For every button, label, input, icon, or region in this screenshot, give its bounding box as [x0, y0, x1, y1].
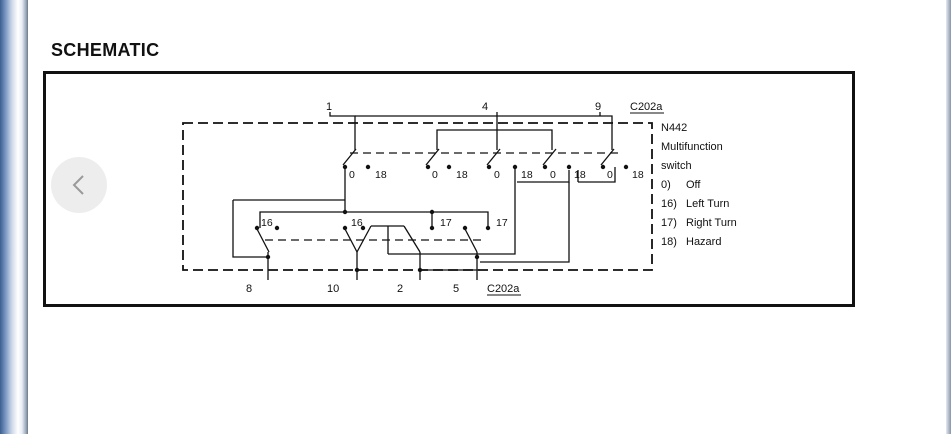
component-name-line1: Multifunction [661, 141, 723, 153]
position-label: 18 [574, 169, 586, 181]
position-label: 0 [432, 169, 438, 181]
position-label: 18 [375, 169, 387, 181]
legend-text-3: Hazard [686, 236, 721, 248]
pin-label-5: 5 [453, 283, 459, 295]
switch-blade-4 [542, 148, 557, 166]
switch-blade-5 [600, 148, 615, 166]
switch-blade-9 [403, 225, 421, 253]
position-label: 17 [496, 217, 508, 229]
window-frame-left [0, 0, 28, 434]
switch-blade-1 [342, 148, 357, 166]
legend-text-2: Right Turn [686, 217, 737, 229]
switch-blade-2 [425, 148, 440, 166]
switch-blade-6 [256, 228, 270, 253]
component-name-line2: switch [661, 160, 692, 172]
wire-contact-18d-down [480, 182, 570, 263]
component-id: N442 [661, 122, 687, 134]
position-label: 18 [456, 169, 468, 181]
legend-code-3: 18) [661, 236, 677, 248]
connector-label-top: C202a [630, 101, 663, 113]
position-label: 18 [632, 169, 644, 181]
switch-blade-3 [486, 148, 501, 166]
switch-blade-10 [464, 228, 478, 253]
position-label: 18 [521, 169, 533, 181]
position-label: 0 [550, 169, 556, 181]
chevron-left-icon [72, 175, 84, 195]
position-label: 0 [494, 169, 500, 181]
connector-label-bottom: C202a [487, 283, 520, 295]
pin-label-9: 9 [595, 101, 601, 113]
wire-common2 [436, 129, 553, 150]
legend-text-1: Left Turn [686, 198, 729, 210]
wire-contact-0e [578, 167, 616, 183]
legend-code-2: 17) [661, 217, 677, 229]
pin-label-2: 2 [397, 283, 403, 295]
legend-text-0: Off [686, 179, 701, 191]
wire-lower-bus [259, 211, 489, 228]
position-label: 16 [351, 217, 363, 229]
switch-blade-7 [344, 228, 358, 253]
schematic-frame [43, 71, 855, 307]
page-title: SCHEMATIC [51, 40, 160, 60]
pin-label-8: 8 [246, 283, 252, 295]
window-frame-right [946, 0, 951, 434]
position-label: 0 [349, 169, 355, 181]
pin-label-1: 1 [326, 101, 332, 113]
pin-label-4: 4 [482, 101, 488, 113]
switch-housing-outline [182, 122, 653, 271]
wire-top-bus [355, 115, 613, 125]
legend-code-1: 16) [661, 198, 677, 210]
pin-label-10: 10 [327, 283, 339, 295]
position-label: 16 [261, 217, 273, 229]
wire-pin1 [329, 112, 356, 125]
switch-blade-8 [356, 225, 372, 253]
legend-code-0: 0) [661, 179, 671, 191]
position-label: 17 [440, 217, 452, 229]
position-label: 0 [607, 169, 613, 181]
wire-contact-18c [388, 167, 516, 255]
wire-pin8-loop [232, 200, 268, 258]
prev-button[interactable] [51, 157, 107, 213]
